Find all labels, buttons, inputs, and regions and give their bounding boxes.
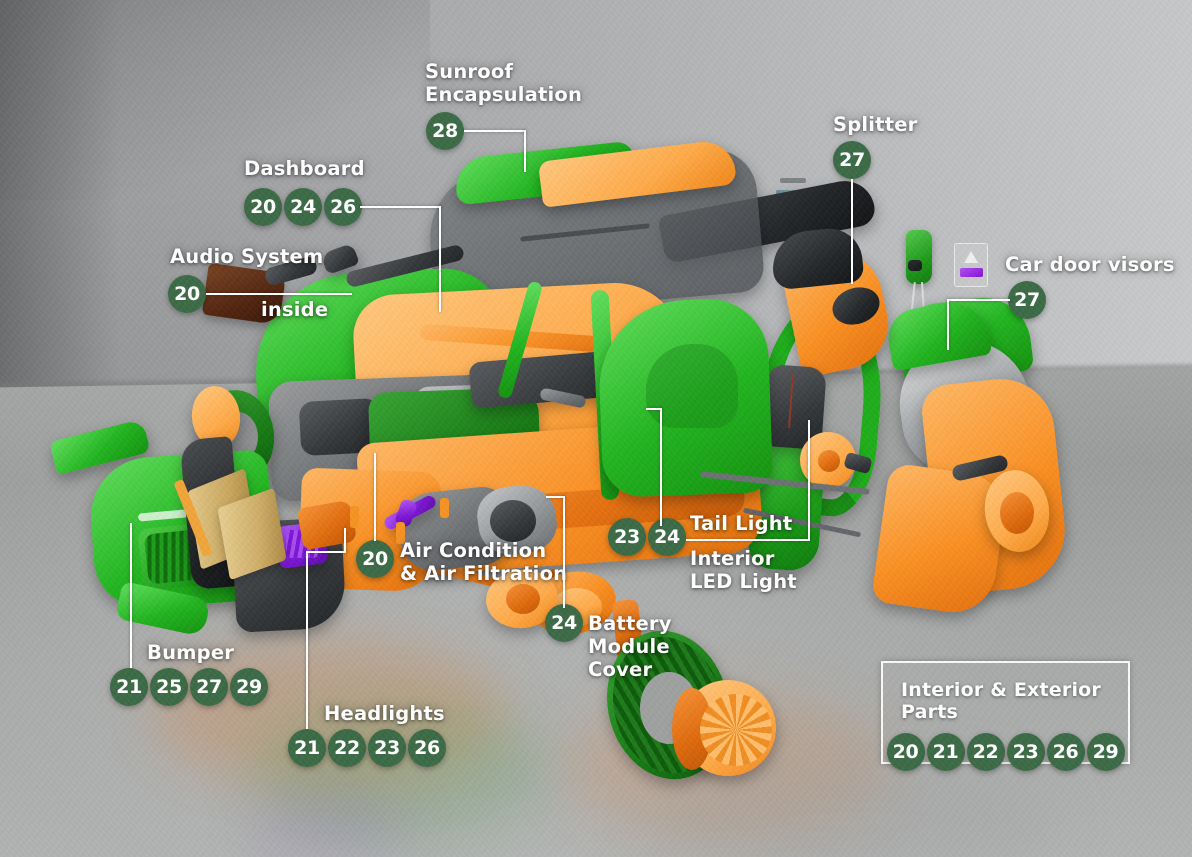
callout-label-bumper: Bumper [147,641,235,664]
legend-badge-22[interactable]: 22 [966,733,1005,771]
fastener-arrow-1 [350,506,359,528]
wall-warning-sign [954,243,988,287]
fastener-arrow-3 [440,498,449,518]
leader-tail-light-v [660,408,662,526]
badge-splitter-27[interactable]: 27 [833,141,871,179]
callout-badges-battery-module-cover: 24 [545,604,583,642]
badge-headlight-26[interactable]: 26 [408,729,446,767]
leader-dashboard-h [360,206,441,208]
badge-dashboard-26[interactable]: 26 [324,188,362,226]
charger-port-icon [908,260,922,271]
leader-headlights-v2 [344,528,346,552]
leader-battery-v [563,496,565,608]
leader-audio-h [206,293,352,295]
legend-title: Interior & Exterior Parts [901,679,1101,723]
badge-audio-20[interactable]: 20 [168,275,206,313]
callout-label-sunroof: Sunroof Encapsulation [425,60,583,106]
callout-label-dashboard: Dashboard [244,157,365,180]
ac-inlet [490,500,536,542]
callout-badges-air-condition: 20 [356,540,394,578]
callout-label-tail-light: Tail Light [690,512,793,535]
sign-purple-bar [960,268,983,277]
callout-badges-dashboard: 20 24 26 [244,188,362,226]
leader-aircon-v [374,453,376,541]
wall-small-object-1 [780,178,806,183]
rear-wheel-hub [1000,492,1034,534]
legend-badge-26[interactable]: 26 [1046,733,1085,771]
badge-bumper-21[interactable]: 21 [110,668,148,706]
ev-wall-charger [906,230,932,284]
leader-headlights-v [306,552,308,729]
callout-label-splitter: Splitter [833,113,918,136]
callout-badges-audio-system: 20 [168,275,206,313]
badge-battery-24[interactable]: 24 [545,604,583,642]
callout-label-air-condition: Air Condition & Air Filtration [400,539,568,585]
leader-bumper-v [130,523,132,668]
badge-dashboard-20[interactable]: 20 [244,188,282,226]
callout-label-interior-led: Interior LED Light [690,547,797,593]
callout-label-audio-system: Audio System [170,245,324,268]
callout-badges-splitter: 27 [833,141,871,179]
callout-badges-car-door-visors: 27 [1008,281,1046,319]
leader-tail-light-h [646,408,662,410]
leader-headlights-h [306,551,346,553]
badge-bumper-27[interactable]: 27 [190,668,228,706]
leader-sunroof-h [464,130,526,132]
callout-badges-sunroof: 28 [426,112,464,150]
leader-splitter-v [851,179,853,284]
leader-interior-led-h [686,539,810,541]
wall-shadow-left [0,0,120,430]
badge-tail-light-23[interactable]: 23 [608,518,646,556]
legend-badge-29[interactable]: 29 [1086,733,1125,771]
leader-visors-h [948,299,1010,301]
leader-visors-v [947,299,949,350]
wall-shadow-top [0,0,430,200]
badge-headlight-21[interactable]: 21 [288,729,326,767]
badge-dashboard-24[interactable]: 24 [284,188,322,226]
badge-28[interactable]: 28 [426,112,464,150]
callout-label-battery-module-cover: Battery Module Cover [588,612,672,681]
callout-badges-bumper: 21 25 27 29 [110,668,268,706]
callout-label-car-door-visors: Car door visors [1005,253,1175,276]
legend-badge-21[interactable]: 21 [926,733,965,771]
leader-sunroof-v [524,130,526,172]
callout-badges-headlights: 21 22 23 26 [288,729,446,767]
badge-bumper-29[interactable]: 29 [230,668,268,706]
badge-bumper-25[interactable]: 25 [150,668,188,706]
leader-interior-led-v [808,420,810,540]
leader-dashboard-v [439,206,441,312]
callout-badges-tail-light: 23 24 [608,518,686,556]
spare-rim-spokes [700,694,772,766]
badge-aircon-20[interactable]: 20 [356,540,394,578]
leader-battery-h [546,496,565,498]
badge-interior-led-24[interactable]: 24 [648,518,686,556]
badge-headlight-22[interactable]: 22 [328,729,366,767]
legend-badge-23[interactable]: 23 [1006,733,1045,771]
fastener-arrow-2 [396,522,405,544]
legend-badges: 20 21 22 23 26 29 [886,733,1125,771]
legend-badge-20[interactable]: 20 [886,733,925,771]
callout-sublabel-audio-inside: inside [261,298,329,321]
warning-triangle-icon [964,251,978,263]
badge-visors-27[interactable]: 27 [1008,281,1046,319]
front-wheel-right-hub [506,584,540,614]
badge-headlight-23[interactable]: 23 [368,729,406,767]
legend-box: Interior & Exterior Parts 20 21 22 23 26… [881,661,1130,771]
brake-disc-hub [818,450,840,472]
callout-label-headlights: Headlights [324,702,445,725]
